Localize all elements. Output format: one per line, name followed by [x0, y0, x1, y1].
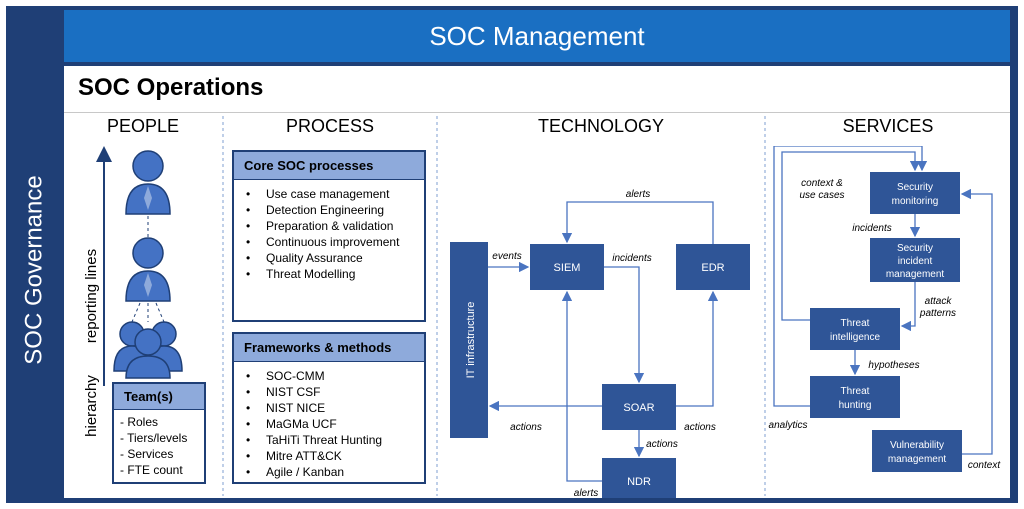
threat-intelligence-label-2: intelligence — [830, 332, 880, 343]
framework-item: NIST CSF — [246, 384, 412, 400]
framework-item: Agile / Kanban — [246, 464, 412, 480]
incident-management-label-1: Security — [897, 243, 933, 254]
incident-management-label-3: management — [886, 269, 945, 280]
incidents-arrow — [604, 266, 645, 384]
incident-management-node — [870, 238, 960, 282]
it-infrastructure-node — [450, 242, 488, 438]
hierarchy-label: hierarchy — [83, 375, 100, 437]
incidents-label: incidents — [612, 253, 651, 264]
edr-siem-alerts-arrow — [561, 201, 714, 244]
threat-intelligence-label-1: Threat — [841, 318, 870, 329]
security-monitoring-node — [870, 172, 960, 214]
framework-item: Mitre ATT&CK — [246, 448, 412, 464]
ndr-label: NDR — [627, 476, 651, 488]
core-process-item: Detection Engineering — [246, 202, 412, 218]
threat-hunting-label-2: hunting — [839, 400, 872, 411]
threat-intelligence-node — [810, 308, 900, 350]
alerts-top-label: alerts — [626, 189, 650, 200]
services-diagram: Security monitoring Security incident ma… — [769, 146, 1001, 472]
attack-patterns-label-1: attack — [925, 296, 953, 307]
team-item-fte: - FTE count — [120, 463, 183, 477]
operations-title: SOC Operations — [78, 74, 264, 101]
technology-header: TECHNOLOGY — [537, 116, 665, 136]
governance-label: SOC Governance — [10, 160, 60, 380]
analytics-label: analytics — [769, 420, 808, 431]
it-infrastructure-label: IT infrastructure — [465, 302, 477, 379]
edr-label: EDR — [701, 262, 724, 274]
siem-label: SIEM — [554, 262, 581, 274]
team-item-tiers: - Tiers/levels — [120, 431, 188, 445]
framework-item: MaGMa UCF — [246, 416, 412, 432]
management-title: SOC Management — [429, 20, 645, 51]
services-header: SERVICES — [842, 116, 934, 136]
core-processes-title: Core SOC processes — [232, 150, 426, 180]
technology-diagram: IT infrastructure SIEM EDR SOAR NDR aler… — [450, 189, 750, 498]
edr-node — [676, 244, 750, 290]
management-bar: SOC Management — [64, 10, 1010, 62]
ndr-siem-alerts-arrow — [561, 290, 602, 482]
events-label: events — [492, 251, 521, 262]
frameworks-title: Frameworks & methods — [232, 332, 426, 362]
vulnerability-management-label-1: Vulnerability — [890, 440, 944, 451]
context-arrow — [960, 188, 993, 455]
frameworks-box: Frameworks & methods SOC-CMM NIST CSF NI… — [232, 332, 426, 484]
manager-person-icon — [125, 150, 171, 215]
analytics-arrow — [773, 146, 928, 407]
attack-patterns-arrow — [900, 282, 916, 332]
core-process-item: Quality Assurance — [246, 250, 412, 266]
alerts-bottom-label: alerts — [574, 488, 598, 498]
reporting-line-right — [155, 302, 165, 323]
context-label: context — [968, 460, 1001, 471]
ndr-node — [602, 458, 676, 498]
framework-item: SOC-CMM — [246, 368, 412, 384]
people-hierarchy: reporting lines hierarchy — [83, 146, 183, 437]
security-monitoring-label-1: Security — [897, 182, 933, 193]
team-box: Team(s) - Roles - Tiers/levels - Service… — [112, 382, 206, 484]
process-header: PROCESS — [285, 116, 375, 136]
threat-hunting-label-1: Threat — [841, 386, 870, 397]
core-processes-list: Use case management Detection Engineerin… — [232, 180, 426, 322]
people-header: PEOPLE — [106, 116, 180, 136]
core-process-item: Threat Modelling — [246, 266, 412, 282]
core-process-item: Continuous improvement — [246, 234, 412, 250]
reporting-line-left — [131, 302, 141, 323]
incident-management-label-2: incident — [898, 256, 933, 267]
frameworks-list: SOC-CMM NIST CSF NIST NICE MaGMa UCF TaH… — [232, 362, 426, 484]
operations-panel: SOC Operations PEOPLE PROCESS TECHNOLOGY… — [64, 66, 1010, 498]
context-usecases-label-1: context & — [801, 178, 843, 189]
team-group-icon — [113, 321, 183, 379]
hypotheses-label: hypotheses — [868, 360, 919, 371]
actions-left-label: actions — [510, 422, 542, 433]
lead-person-icon — [125, 237, 171, 302]
core-processes-box: Core SOC processes Use case management D… — [232, 150, 426, 322]
core-process-item: Preparation & validation — [246, 218, 412, 234]
vulnerability-management-node — [872, 430, 962, 472]
vulnerability-management-label-2: management — [888, 454, 947, 465]
threat-hunting-node — [810, 376, 900, 418]
core-process-item: Use case management — [246, 186, 412, 202]
attack-patterns-label-2: patterns — [919, 308, 956, 319]
team-item-roles: - Roles — [120, 415, 159, 429]
reporting-lines-label: reporting lines — [83, 249, 100, 343]
incidents-service-label: incidents — [852, 223, 891, 234]
soar-node — [602, 384, 676, 430]
actions-to-edr-arrow — [676, 290, 719, 407]
siem-node — [530, 244, 604, 290]
operations-divider — [64, 112, 1010, 113]
framework-item: NIST NICE — [246, 400, 412, 416]
actions-right-label: actions — [684, 422, 716, 433]
team-box-title: Team(s) — [112, 382, 206, 410]
security-monitoring-label-2: monitoring — [892, 196, 939, 207]
team-box-body: - Roles - Tiers/levels - Services - FTE … — [112, 410, 206, 484]
governance-label-text: SOC Governance — [21, 175, 49, 365]
context-usecases-arrow — [781, 151, 921, 321]
framework-item: TaHiTi Threat Hunting — [246, 432, 412, 448]
soar-label: SOAR — [623, 402, 654, 414]
team-item-services: - Services — [120, 447, 174, 461]
context-usecases-label-2: use cases — [799, 190, 844, 201]
actions-down-label: actions — [646, 439, 678, 450]
